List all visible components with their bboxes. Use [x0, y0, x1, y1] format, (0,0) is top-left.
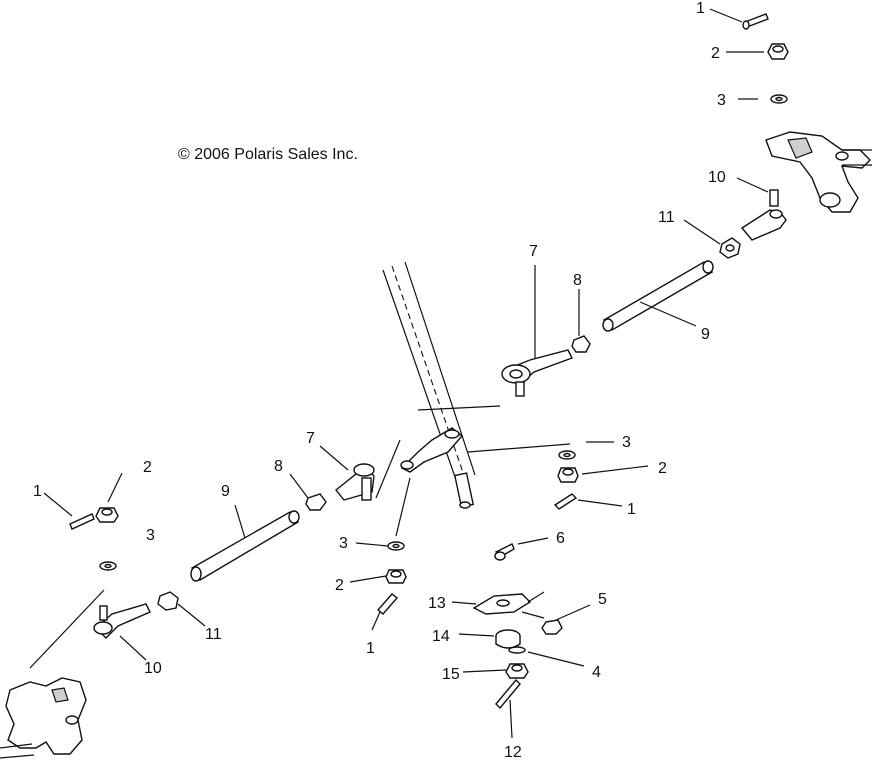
steering-post	[382, 261, 476, 509]
copyright-text: © 2006 Polaris Sales Inc.	[178, 146, 358, 163]
washer-icon	[99, 561, 117, 571]
callout-9: 9	[701, 326, 710, 343]
leader-lines	[29, 8, 769, 739]
nut-icon	[385, 569, 407, 584]
callout-5: 5	[598, 591, 607, 608]
washer-icon	[558, 450, 576, 460]
callout-1: 1	[627, 501, 636, 518]
callout-1: 1	[366, 640, 375, 657]
callout-8: 8	[274, 458, 283, 475]
bolt-icon	[495, 678, 521, 710]
nut-icon	[767, 43, 789, 60]
nut-icon	[557, 467, 579, 483]
callout-3: 3	[622, 434, 631, 451]
callout-7: 7	[529, 243, 538, 260]
callout-8: 8	[573, 272, 582, 289]
callout-11: 11	[658, 209, 675, 226]
jam-nut-left	[157, 591, 179, 611]
callout-9: 9	[221, 483, 230, 500]
washer-icon	[387, 541, 405, 551]
jam-nut-inner-left	[305, 493, 327, 511]
nut-icon	[541, 619, 563, 635]
bolt-icon	[494, 543, 515, 561]
callout-6: 6	[556, 530, 565, 547]
jam-nut-right	[719, 237, 741, 259]
bolt-icon	[69, 513, 95, 530]
bolt-icon	[742, 13, 769, 30]
callout-10: 10	[144, 660, 162, 677]
callout-12: 12	[504, 744, 522, 761]
bushing-icon	[495, 629, 521, 649]
tie-rod-tube-right	[602, 260, 714, 332]
bolt-icon	[376, 593, 399, 615]
callout-7: 7	[306, 430, 315, 447]
pitman-arm	[400, 427, 464, 473]
callout-2: 2	[143, 459, 152, 476]
callout-13: 13	[428, 595, 446, 612]
nut-icon	[505, 663, 529, 679]
callout-10: 10	[708, 169, 726, 186]
callout-2: 2	[658, 460, 667, 477]
tie-rod-end-right	[740, 189, 787, 241]
callout-3: 3	[339, 535, 348, 552]
callout-14: 14	[432, 628, 450, 645]
jam-nut-inner-right	[571, 335, 591, 353]
steering-knuckle-left	[0, 677, 87, 759]
callout-15: 15	[442, 666, 460, 683]
nut-icon	[95, 507, 119, 523]
bolt-icon	[553, 493, 578, 510]
callout-2: 2	[335, 577, 344, 594]
tie-rod-tube-left	[190, 510, 300, 582]
callout-2: 2	[711, 45, 720, 62]
inner-tie-rod-end-left	[335, 463, 375, 501]
washer-icon	[508, 646, 526, 654]
mount-plate	[472, 593, 532, 615]
callout-11: 11	[205, 626, 222, 643]
callout-1: 1	[33, 483, 42, 500]
washer-icon	[770, 94, 788, 104]
callout-1: 1	[696, 0, 705, 17]
callout-3: 3	[717, 92, 726, 109]
tie-rod-end-left	[93, 603, 151, 639]
callout-4: 4	[592, 664, 601, 681]
callout-labels: 1 2 3 10 11 7 8 9 3 2 1 7 8 9 2 1 3 3 6 …	[33, 0, 726, 761]
steering-knuckle-right	[765, 131, 872, 213]
inner-tie-rod-end-right	[501, 349, 573, 397]
callout-3: 3	[146, 527, 155, 544]
